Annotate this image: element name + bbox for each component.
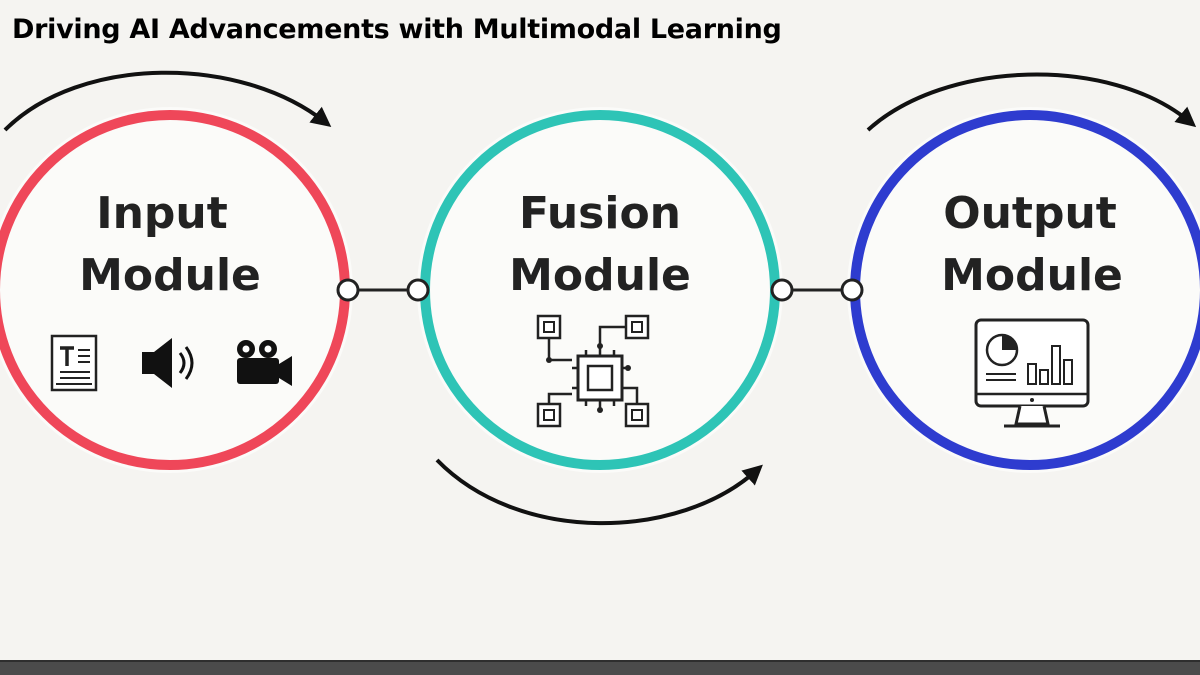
connector-input-fusion (336, 278, 430, 302)
connector-fusion-output (770, 278, 864, 302)
monitor-chart-icon (974, 318, 1090, 428)
video-camera-icon (237, 340, 292, 386)
input-module-label-line1: Input (96, 188, 228, 239)
speaker-icon (142, 338, 194, 388)
bottom-bar (0, 660, 1200, 675)
output-module-label-line2: Module (941, 250, 1123, 301)
fusion-module-label-line1: Fusion (519, 188, 681, 239)
arrow-bottom-middle (435, 458, 763, 526)
output-module-label-line1: Output (943, 188, 1117, 239)
arrow-top-left (3, 70, 332, 132)
input-module-label-line2: Module (79, 250, 261, 301)
text-document-icon (50, 334, 98, 392)
fusion-module-label-line2: Module (509, 250, 691, 301)
page-title: Driving AI Advancements with Multimodal … (12, 14, 782, 45)
arrow-top-right (866, 72, 1197, 132)
circuit-chip-icon (536, 314, 650, 428)
